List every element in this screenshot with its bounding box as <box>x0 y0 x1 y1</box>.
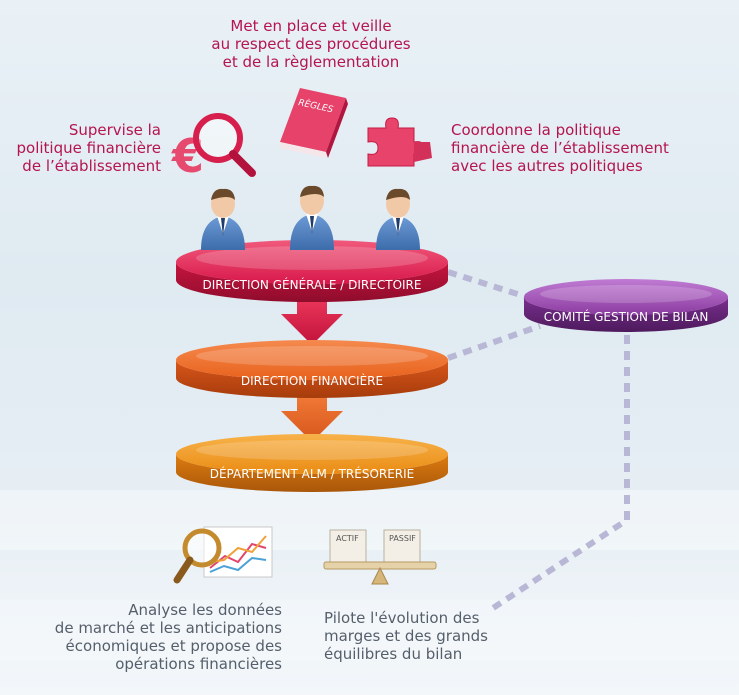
top-note: Met en place et veille au respect des pr… <box>196 17 426 71</box>
bottom-right-note: Pilote l'évolution des marges et des gra… <box>324 609 534 663</box>
left-note-line: Supervise la <box>68 121 161 139</box>
bottom-right-note-line: marges et des grands <box>324 627 488 645</box>
bottom-right-note-line: Pilote l'évolution des <box>324 609 480 627</box>
level-label-direction-generale: DIRECTION GÉNÉRALE / DIRECTOIRE <box>203 277 422 292</box>
connector-comite-pilote <box>488 335 630 613</box>
connector-direction-financiere-comite <box>447 323 541 361</box>
businessman-icon <box>376 188 420 250</box>
right-note-line: financière de l’établissement <box>451 139 669 157</box>
connector-direction-generale-comite <box>447 269 531 301</box>
bottom-left-note-line: opérations financières <box>115 655 282 673</box>
bottom-left-note-line: de marché et les anticipations <box>54 619 282 637</box>
bottom-left-note: Analyse les données de marché et les ant… <box>20 601 282 673</box>
disc-direction-generale <box>176 240 448 302</box>
right-note: Coordonne la politique financière de l’é… <box>451 121 731 175</box>
balance-scale-icon: ACTIF PASSIF <box>323 529 437 585</box>
euro-magnifier-icon: € <box>171 113 256 183</box>
top-note-line: et de la règlementation <box>222 53 400 71</box>
disc-departement-alm <box>176 434 448 492</box>
background-band <box>0 600 739 660</box>
dotted-connectors <box>447 269 630 613</box>
disc-comite-gestion-bilan <box>524 279 728 332</box>
rules-book-icon: RÈGLES <box>280 88 348 158</box>
disc-direction-financiere <box>176 340 448 398</box>
chart-magnifier-icon <box>173 526 273 584</box>
right-note-line: avec les autres politiques <box>451 157 643 175</box>
down-arrow-icon <box>281 293 343 345</box>
level-label-departement-alm: DÉPARTEMENT ALM / TRÉSORERIE <box>210 466 415 481</box>
background-band <box>0 490 739 550</box>
bottom-left-note-line: économiques et propose des <box>65 637 282 655</box>
down-arrow-icon <box>281 390 343 442</box>
left-note-line: de l’établissement <box>22 157 161 175</box>
top-note-line: Met en place et veille <box>230 17 392 35</box>
left-note: Supervise la politique financière de l’é… <box>10 121 161 175</box>
bottom-left-note-line: Analyse les données <box>128 601 282 619</box>
top-note-line: au respect des procédures <box>211 35 411 53</box>
passif-label: PASSIF <box>389 534 416 543</box>
level-label-direction-financiere: DIRECTION FINANCIÈRE <box>241 373 383 388</box>
left-note-line: politique financière <box>16 139 161 157</box>
bottom-right-note-line: équilibres du bilan <box>324 645 463 663</box>
right-note-line: Coordonne la politique <box>451 121 621 139</box>
puzzle-icon <box>367 117 432 167</box>
level-label-comite: COMITÉ GESTION DE BILAN <box>544 309 709 324</box>
businessman-icon <box>201 188 245 250</box>
actif-label: ACTIF <box>336 534 359 543</box>
businessman-icon <box>290 185 334 250</box>
